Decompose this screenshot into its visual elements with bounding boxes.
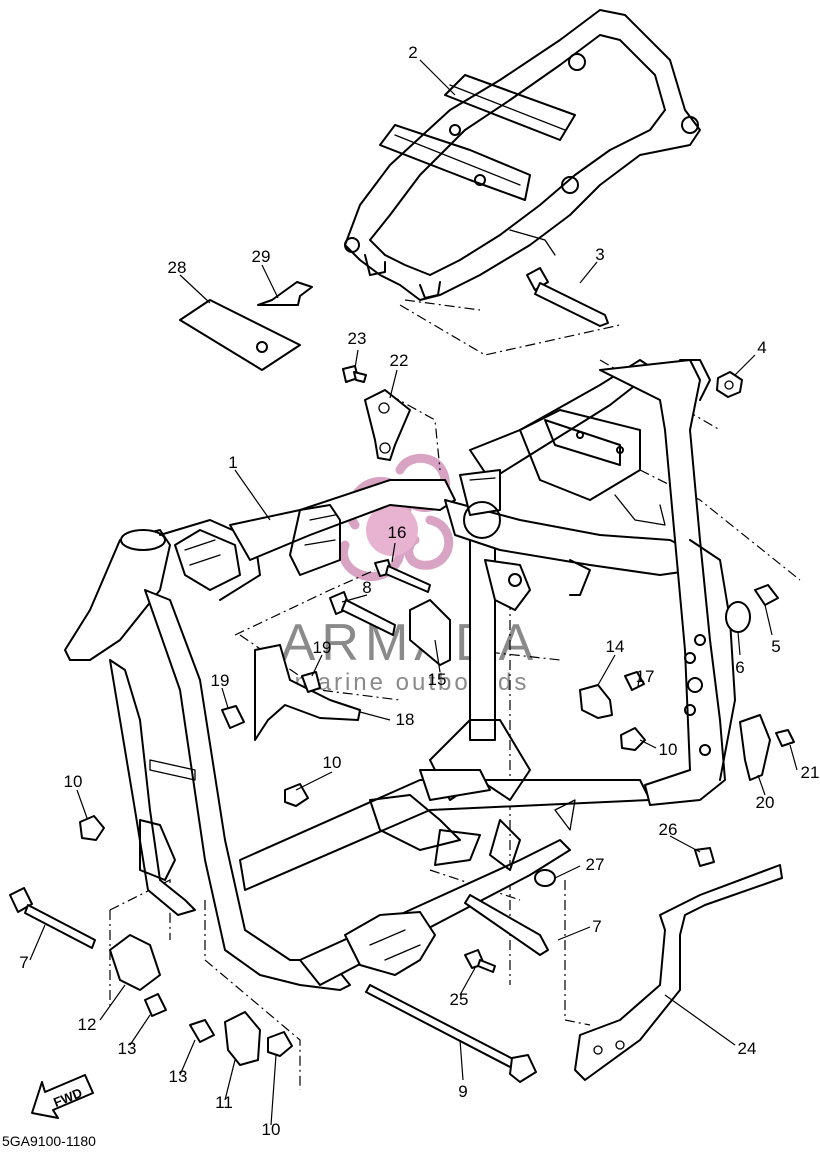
callout-17: 17 [636, 667, 655, 686]
callout-6: 6 [735, 658, 744, 677]
callout-1: 1 [228, 453, 237, 472]
callout-13-b: 13 [169, 1067, 188, 1086]
callout-9: 9 [458, 1082, 467, 1101]
callout-7: 7 [19, 953, 28, 972]
forward-direction-arrow: FWD [31, 1074, 94, 1119]
callout-11: 11 [215, 1093, 233, 1112]
callout-2: 2 [408, 43, 417, 62]
rear-frame [344, 9, 701, 301]
callout-7-b: 7 [592, 917, 601, 936]
callout-20: 20 [756, 793, 775, 812]
callout-25: 25 [450, 990, 469, 1009]
callout-10-c: 10 [659, 740, 678, 759]
callout-19: 19 [211, 671, 230, 690]
callout-16: 16 [388, 523, 407, 542]
callout-21: 21 [801, 763, 820, 782]
callout-19-b: 19 [313, 638, 332, 657]
callout-27: 27 [586, 855, 605, 874]
bracket [364, 389, 411, 461]
callout-4: 4 [757, 338, 766, 357]
nut [716, 371, 743, 398]
small-parts [9, 267, 795, 1083]
callout-10-b: 10 [323, 753, 342, 772]
callouts: 2 3 4 1 5 6 7 7 8 9 10 10 10 10 11 12 13… [19, 43, 819, 1139]
callout-24: 24 [738, 1039, 757, 1058]
callout-26: 26 [659, 820, 678, 839]
diagram-part-code: 5GA9100-1180 [2, 1133, 96, 1149]
callout-22: 22 [390, 351, 409, 370]
callout-28: 28 [168, 258, 187, 277]
callout-14: 14 [606, 637, 625, 656]
callout-3: 3 [595, 245, 604, 264]
sidestand-bracket [574, 864, 783, 1081]
callout-18: 18 [396, 710, 415, 729]
callout-12: 12 [78, 1015, 97, 1034]
callout-8: 8 [362, 578, 371, 597]
cover-clip [257, 281, 313, 306]
callout-10-d: 10 [262, 1120, 281, 1139]
main-frame [64, 359, 736, 991]
callout-23: 23 [348, 329, 367, 348]
callout-13: 13 [118, 1039, 137, 1058]
callout-5: 5 [771, 637, 780, 656]
leader-lines [29, 59, 798, 1126]
callout-10: 10 [64, 772, 83, 791]
callout-15: 15 [428, 670, 447, 689]
cover-plate [179, 299, 301, 371]
callout-29: 29 [252, 247, 271, 266]
mount-bracket [409, 599, 451, 666]
